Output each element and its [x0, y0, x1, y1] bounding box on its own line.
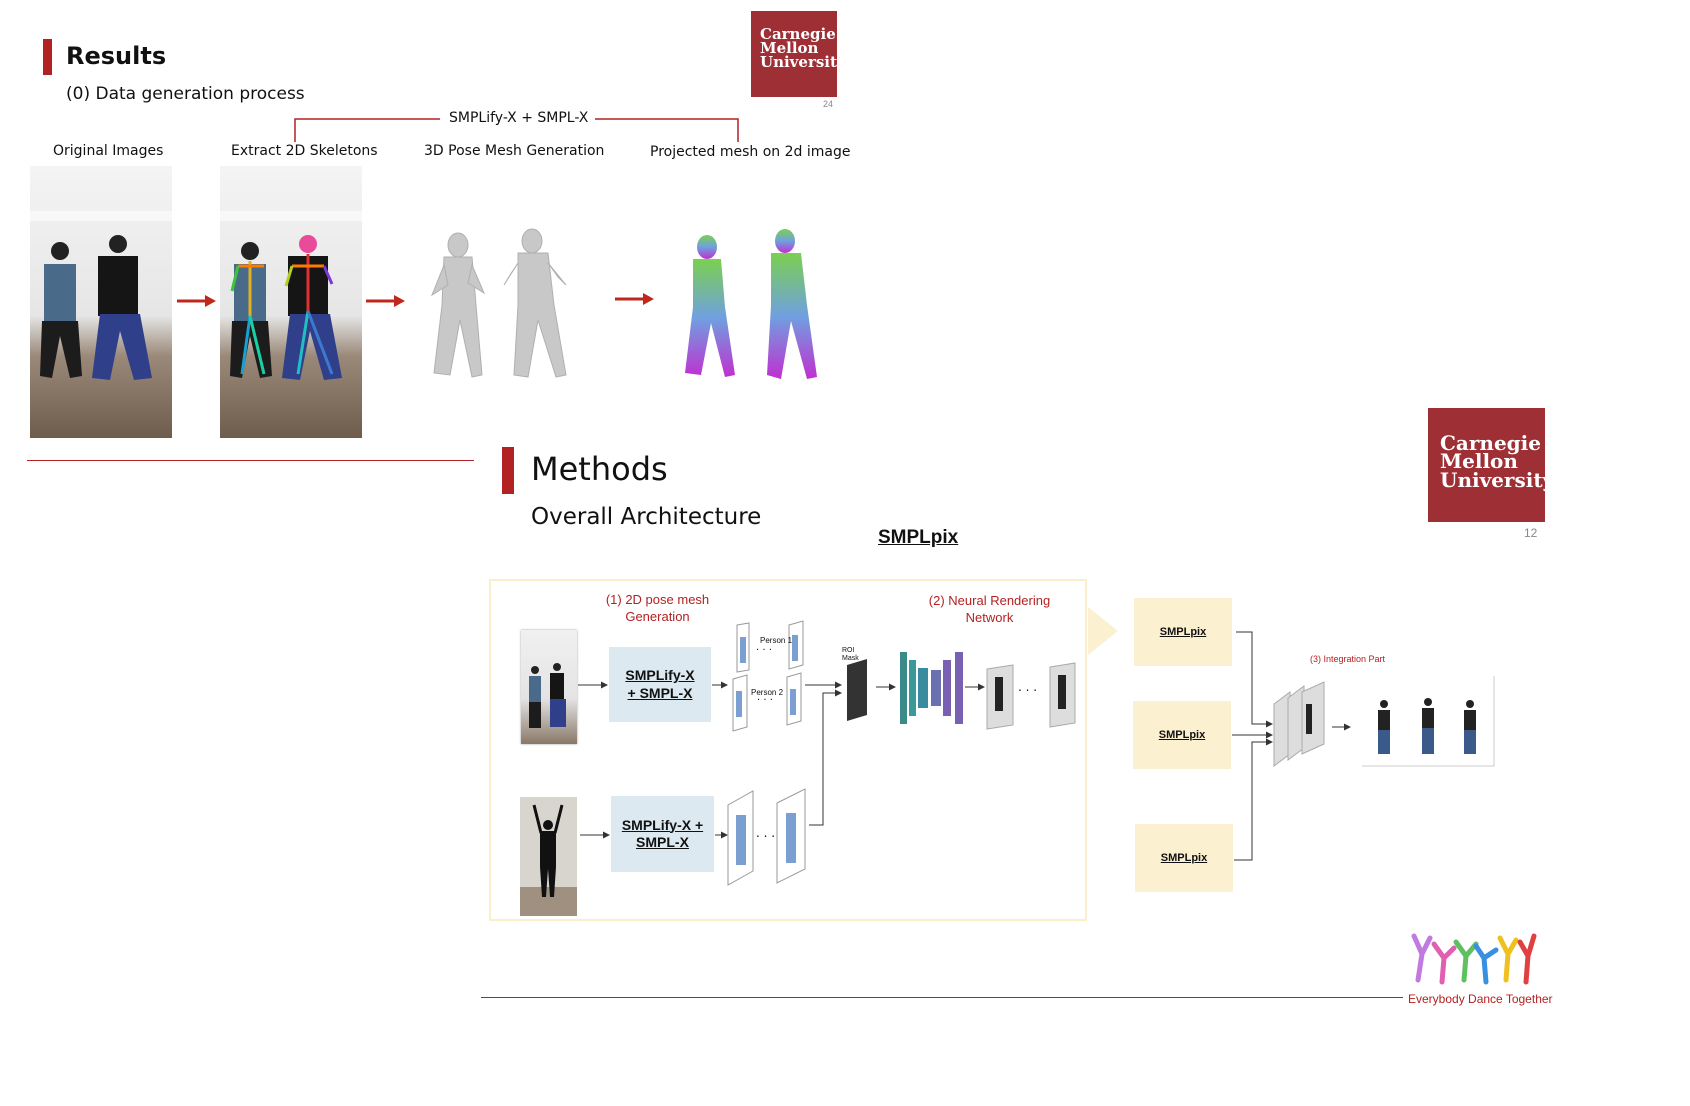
slide-divider	[27, 460, 474, 461]
footer-divider	[481, 997, 1403, 998]
methods-slide	[515, 440, 1690, 1100]
smplpix-box-1: SMPLpix	[1134, 598, 1232, 666]
smplify-box-bottom: SMPLify-X + SMPL-X	[611, 796, 714, 872]
footer-logo-text: Everybody Dance Together	[1408, 992, 1553, 1006]
smplpix-box-2: SMPLpix	[1133, 701, 1231, 769]
cmu-logo: Carnegie Mellon University	[751, 11, 846, 97]
step-label-original: Original Images	[53, 143, 164, 159]
smplpix-header: SMPLpix	[878, 527, 959, 548]
gray-mesh-figures	[430, 228, 567, 378]
bracket-label: SMPLify-X + SMPL-X	[449, 110, 589, 126]
skeleton-image	[220, 166, 362, 438]
step-label-projected: Projected mesh on 2d image	[650, 144, 851, 160]
methods-title: Methods	[531, 450, 668, 488]
logo-line-3: University	[760, 52, 846, 71]
dancers-figure	[30, 211, 172, 380]
section3-label: (3) Integration Part	[1310, 654, 1386, 664]
logo-line-3: University	[1440, 467, 1555, 492]
person2-label: Person 2	[751, 688, 784, 697]
title-accent-bar	[43, 39, 52, 75]
solo-figure	[520, 797, 577, 897]
methods-accent-bar	[502, 447, 514, 494]
architecture-flow	[578, 620, 1076, 886]
colored-mesh-figures	[685, 229, 817, 379]
ellipsis: . . .	[1018, 680, 1038, 694]
arrow-icon	[177, 295, 216, 307]
ellipsis: . . .	[756, 642, 772, 653]
page-number: 12	[1524, 526, 1538, 540]
dance-logo-icon	[1411, 933, 1537, 985]
smplify-box-top: SMPLify-X + SMPL-X	[609, 647, 711, 722]
step-label-skeleton: Extract 2D Skeletons	[231, 143, 378, 159]
input-image-duo	[521, 630, 577, 744]
input-image-solo	[520, 797, 577, 916]
integration-flow	[1232, 631, 1495, 861]
bracket-connector	[294, 118, 739, 142]
logo-line-1: Carnegie	[760, 25, 836, 43]
cmu-logo: Carnegie Mellon University	[1428, 408, 1555, 522]
section1-label: (1) 2D pose mesh Generation	[605, 592, 710, 624]
ellipsis: . . .	[756, 826, 776, 840]
smplpix-box-3: SMPLpix	[1135, 824, 1233, 892]
architecture-frame	[489, 579, 1087, 921]
results-subtitle: (0) Data generation process	[66, 84, 305, 104]
arrow-icon	[615, 293, 654, 305]
neural-network-icon	[900, 652, 963, 724]
methods-subtitle: Overall Architecture	[531, 504, 762, 530]
logo-line-2: Mellon	[760, 38, 819, 57]
ellipsis: . . .	[757, 692, 773, 703]
page-number: 24	[823, 99, 834, 109]
arrow-icon	[366, 295, 405, 307]
logo-line-2: Mellon	[1440, 449, 1518, 474]
person1-label: Person 1	[760, 636, 793, 645]
chevron-right-icon	[1088, 607, 1118, 655]
duo-figure	[529, 663, 566, 728]
results-slide: Results (0) Data generation process Carn…	[0, 0, 905, 500]
section2-label: (2) Neural Rendering Network	[928, 593, 1051, 625]
skeleton-figure	[220, 211, 362, 380]
step-label-mesh: 3D Pose Mesh Generation	[424, 143, 605, 159]
original-image	[30, 166, 172, 438]
results-title: Results	[66, 42, 167, 70]
logo-line-1: Carnegie	[1440, 431, 1541, 455]
roi-mask-label: ROI Mask	[842, 647, 859, 663]
